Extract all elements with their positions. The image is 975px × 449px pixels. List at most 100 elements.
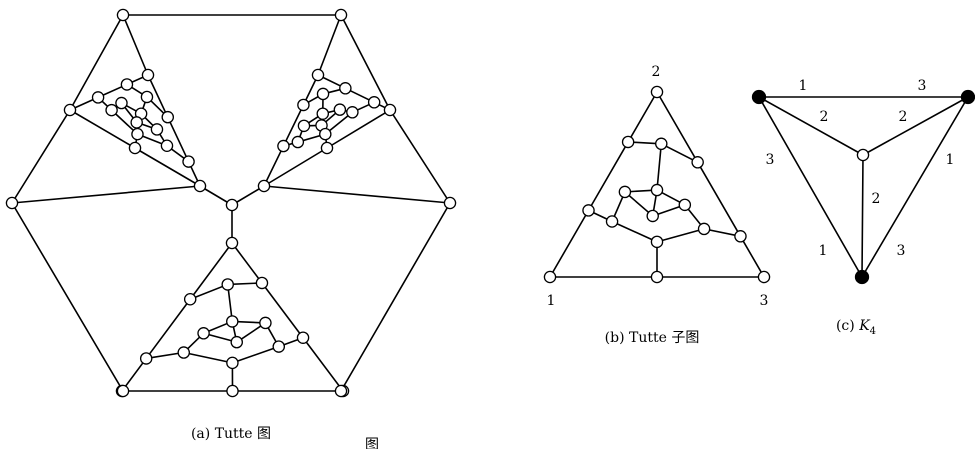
- k4-edge: [758, 96, 864, 156]
- caption-footer: 图: [365, 437, 379, 449]
- tutte-vertex: [291, 135, 305, 149]
- tutte-vertex: [225, 198, 239, 212]
- tutte-edge: [122, 14, 149, 76]
- tutte-vertex: [128, 141, 142, 155]
- tutte-vertex: [296, 331, 310, 344]
- tutte-edge: [263, 147, 328, 187]
- tutte-vertex: [116, 8, 130, 22]
- tutte-edge: [69, 109, 136, 149]
- tutte-vertex: [255, 276, 269, 290]
- tutte-vertex: [334, 384, 348, 398]
- tutte-edge: [147, 74, 169, 118]
- subgraph-vertex: [757, 270, 771, 284]
- caption-a: (a) Tutte 图: [191, 426, 271, 442]
- caption-c-subscript: 4: [870, 326, 876, 337]
- k4-label-center: 2: [872, 191, 881, 207]
- tutte-vertex: [319, 127, 332, 141]
- tutte-edge: [182, 351, 234, 364]
- tutte-vertex: [272, 340, 286, 353]
- tutte-edge: [189, 242, 233, 301]
- k4-edge: [861, 96, 969, 278]
- subgraph-edge: [696, 161, 742, 238]
- subgraph-vertex: [650, 235, 664, 249]
- tutte-vertex: [160, 139, 174, 152]
- k4-edge: [758, 96, 863, 278]
- k4-terminal-vertex: [854, 269, 870, 285]
- k4-center-vertex: [856, 148, 870, 162]
- tutte-edge: [134, 147, 201, 187]
- subgraph-label-bottom-right: 3: [760, 293, 769, 309]
- subgraph-vertex: [678, 198, 692, 212]
- tutte-vertex: [193, 179, 207, 193]
- tutte-vertex: [226, 384, 239, 398]
- tutte-vertex: [197, 327, 210, 340]
- tutte-vertex: [115, 96, 128, 110]
- k4-label-outer-right: 1: [946, 152, 955, 168]
- tutte-edge: [11, 185, 201, 204]
- tutte-edge: [231, 345, 280, 364]
- k4-edges: [758, 96, 969, 278]
- tutte-edge: [340, 14, 391, 111]
- caption-c-variable: K: [858, 318, 871, 334]
- tutte-vertex: [230, 335, 244, 349]
- tutte-vertex: [130, 116, 143, 129]
- tutte-vertex: [141, 68, 155, 82]
- tutte-vertex: [221, 278, 234, 291]
- k4-terminal-vertex: [960, 89, 975, 105]
- k4-edge: [862, 96, 969, 156]
- tutte-graph-vertices: [5, 8, 457, 398]
- k4-label-outer-left: 3: [766, 152, 775, 168]
- subgraph-edge: [549, 209, 590, 278]
- subgraph-vertex: [697, 222, 711, 236]
- tutte-edge: [69, 14, 124, 111]
- tutte-vertex: [225, 236, 239, 250]
- subgraph-vertex: [543, 270, 557, 284]
- tutte-vertex: [177, 346, 190, 359]
- subgraph-vertex: [605, 215, 619, 228]
- tutte-vertex: [311, 68, 325, 82]
- tutte-vertex: [105, 103, 118, 117]
- tutte-vertex: [346, 106, 359, 119]
- tutte-vertex: [182, 155, 195, 168]
- tutte-edge: [302, 336, 344, 392]
- subgraph-label-bottom-left: 1: [547, 293, 556, 309]
- tutte-vertex: [316, 107, 330, 120]
- k4-label-inner-left: 2: [820, 109, 829, 125]
- tutte-vertex: [443, 196, 457, 210]
- tutte-vertex: [116, 384, 130, 398]
- subgraph-edge: [739, 235, 765, 278]
- tutte-edge: [389, 109, 451, 204]
- tutte-edge: [231, 242, 263, 284]
- tutte-vertex: [333, 103, 347, 116]
- subgraph-vertex: [734, 230, 747, 243]
- tutte-edge: [340, 202, 451, 392]
- caption-b: (b) Tutte 子图: [605, 330, 700, 346]
- k4-label-inner-right: 2: [899, 109, 908, 125]
- subgraph-edge: [627, 91, 658, 143]
- k4-terminal-vertex: [751, 89, 767, 105]
- tutte-vertex: [367, 96, 381, 109]
- tutte-edge: [261, 282, 304, 339]
- tutte-vertex: [131, 127, 144, 141]
- k4-label-top-left: 1: [799, 78, 808, 94]
- tutte-vertex: [140, 90, 154, 104]
- tutte-edge: [145, 351, 185, 360]
- tutte-edge: [263, 185, 451, 204]
- tutte-vertex: [257, 179, 271, 193]
- tutte-vertex: [383, 103, 397, 117]
- k4-edge-labels: 1 3 2 2 3 1 2 1 3: [766, 78, 955, 259]
- subgraph-vertex: [691, 156, 704, 169]
- k4-edge: [861, 154, 864, 278]
- subgraph-edge: [611, 220, 658, 243]
- tutte-vertex: [297, 119, 311, 133]
- tutte-subgraph-vertices: [543, 85, 771, 284]
- caption-c-prefix: (c): [836, 318, 859, 334]
- tutte-vertex: [183, 292, 197, 306]
- tutte-vertex: [91, 91, 105, 104]
- subgraph-vertex: [655, 137, 668, 151]
- tutte-vertex: [63, 103, 77, 117]
- tutte-vertex: [226, 356, 239, 370]
- subgraph-vertex: [621, 135, 635, 149]
- tutte-edge: [317, 14, 342, 76]
